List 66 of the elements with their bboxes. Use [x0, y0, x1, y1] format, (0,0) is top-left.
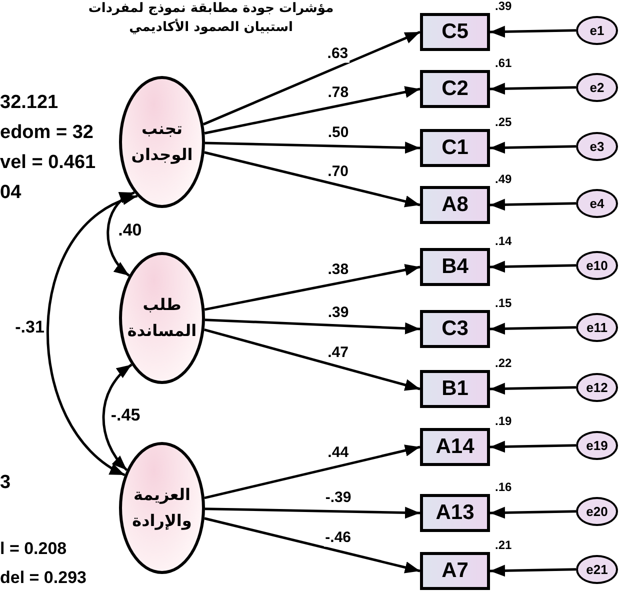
error-term-ellipse: e10	[576, 250, 618, 280]
arrow	[202, 30, 420, 126]
observed-variable-box: C3	[420, 310, 490, 348]
arrow	[204, 318, 420, 334]
arrow	[490, 198, 576, 211]
error-term-ellipse: e4	[576, 188, 618, 218]
variance-value: .14	[495, 234, 512, 248]
arrow	[490, 82, 576, 95]
arrow	[490, 260, 576, 273]
fit-statistic: edom = 32	[0, 122, 94, 144]
fit-statistic: 3	[0, 472, 11, 494]
observed-variable-box: C2	[420, 70, 490, 108]
arrow	[204, 444, 420, 500]
arrow	[204, 86, 420, 134]
fit-statistic: l = 0.208	[0, 539, 67, 559]
arrow	[204, 328, 420, 391]
arrow	[490, 26, 576, 38]
fit-statistic: 32.121	[0, 92, 58, 114]
error-term-ellipse: e1	[576, 16, 618, 44]
edge-label: -.46	[324, 530, 352, 546]
variance-value: .16	[495, 480, 512, 494]
error-term-ellipse: e21	[576, 554, 618, 584]
variance-value: .61	[495, 56, 512, 70]
arrow	[490, 506, 576, 519]
covariance-arrow	[46, 194, 138, 476]
error-term-ellipse: e3	[576, 132, 618, 160]
arrow	[204, 142, 420, 154]
arrow	[490, 564, 576, 577]
variance-value: .49	[495, 172, 512, 186]
arrow	[490, 382, 576, 395]
variance-value: .21	[495, 538, 512, 552]
latent-variable-ellipse: طلب المساندة	[119, 252, 205, 384]
observed-variable-box: C1	[420, 129, 490, 167]
error-term-ellipse: e12	[576, 372, 618, 402]
arrow	[204, 264, 420, 311]
variance-value: .19	[495, 414, 512, 428]
fit-statistic: 04	[0, 182, 22, 204]
observed-variable-box: A13	[420, 494, 490, 532]
edge-label: .63	[326, 46, 350, 62]
arrow	[490, 142, 576, 154]
error-term-ellipse: e20	[576, 496, 618, 526]
fit-statistic: del = 0.293	[0, 568, 86, 588]
fit-statistic: vel = 0.461	[0, 152, 96, 174]
observed-variable-box: A8	[420, 186, 490, 224]
observed-variable-box: C5	[420, 13, 490, 51]
observed-variable-box: A7	[420, 552, 490, 590]
error-term-ellipse: e11	[576, 312, 618, 342]
error-term-ellipse: e19	[576, 430, 618, 460]
covariance-arrow	[106, 191, 135, 277]
arrow	[490, 440, 576, 453]
error-term-ellipse: e2	[576, 72, 618, 102]
arrow	[204, 506, 420, 519]
latent-variable-ellipse: العزيمة والإرادة	[119, 442, 205, 574]
observed-variable-box: B1	[420, 370, 490, 408]
observed-variable-box: A14	[420, 428, 490, 466]
arrow	[204, 517, 420, 574]
observed-variable-box: B4	[420, 248, 490, 286]
variance-value: .25	[495, 115, 512, 129]
covariance-arrow	[102, 364, 132, 471]
variance-value: .15	[495, 296, 512, 310]
diagram-title: مؤشرات جودة مطابقة نموذج لمفردات استبيان الصمود الأكاديمي	[87, 0, 335, 37]
latent-variable-ellipse: تجنب الوجدان	[119, 76, 205, 208]
arrow	[204, 151, 420, 208]
variance-value: .22	[495, 356, 512, 370]
variance-value: .39	[495, 0, 512, 13]
arrow	[490, 322, 576, 335]
